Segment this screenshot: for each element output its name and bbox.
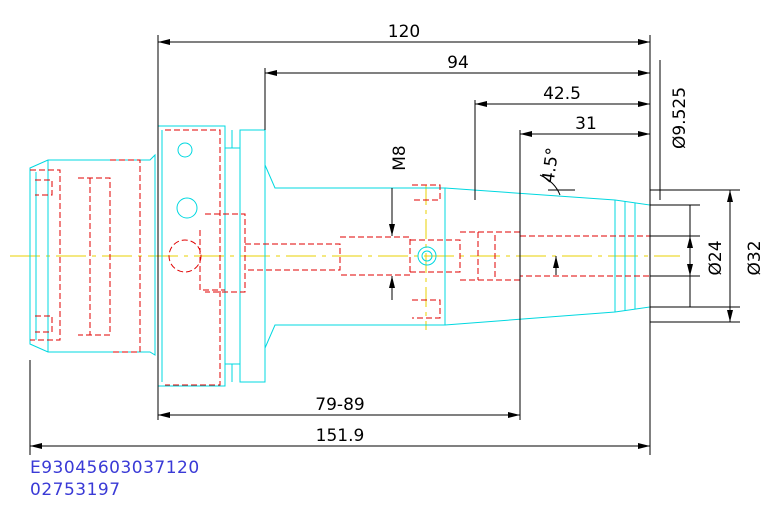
dim-dia-32: Ø32 xyxy=(745,240,765,275)
centerline xyxy=(10,185,680,330)
dimension-labels: 120 94 42.5 31 M8 4.5° Ø9.525 Ø24 Ø32 79… xyxy=(315,22,765,446)
dim-79-89: 79-89 xyxy=(315,395,364,415)
dim-m8: M8 xyxy=(390,145,410,170)
dim-31: 31 xyxy=(575,114,597,134)
dimension-lines xyxy=(29,35,740,455)
dim-dia-24: Ø24 xyxy=(706,240,726,275)
dim-151-9: 151.9 xyxy=(316,426,365,446)
dim-42-5: 42.5 xyxy=(543,84,581,104)
dim-120: 120 xyxy=(388,22,420,42)
order-code: 02753197 xyxy=(30,480,121,500)
part-code: E93045603037120 xyxy=(30,458,200,478)
dim-dia-9525: Ø9.525 xyxy=(670,87,690,149)
dim-94: 94 xyxy=(447,53,469,73)
dim-angle: 4.5° xyxy=(539,146,564,184)
